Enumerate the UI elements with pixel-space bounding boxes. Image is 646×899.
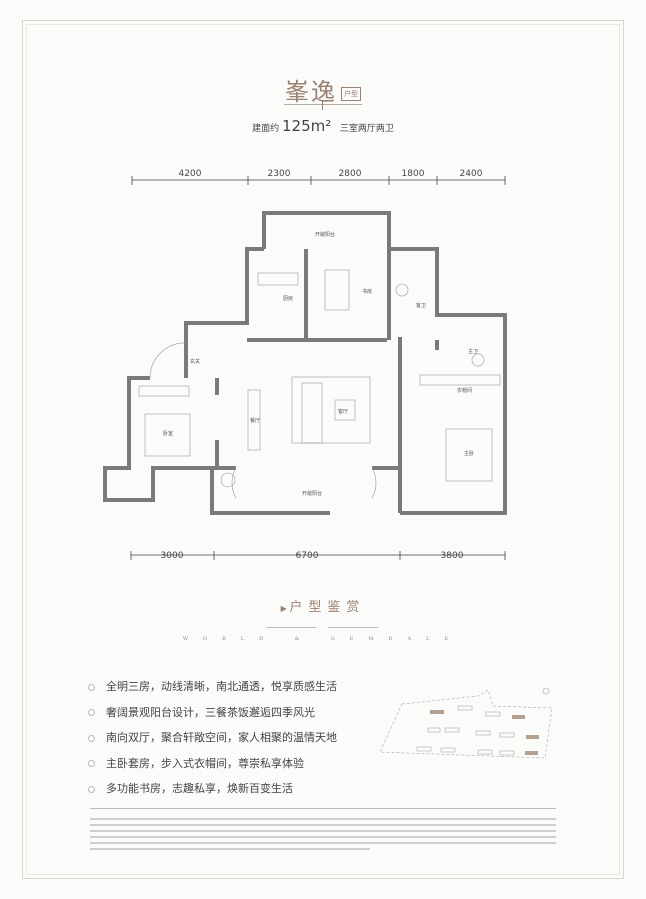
top-dim-2: 2300 (268, 169, 291, 179)
feature-list: 全明三房，动线清晰，南北通透，悦享质感生活 奢阔景观阳台设计，三餐茶饭邂逅四季风… (88, 678, 337, 806)
bottom-dim-2: 6700 (296, 551, 319, 561)
layout-text: 三室两厅两卫 (339, 124, 394, 134)
area-value: 125 (282, 117, 311, 135)
title-divider-tick (322, 100, 323, 110)
bed-secondary (144, 413, 191, 457)
site-buildings (416, 687, 550, 756)
room-balcony-north: 开敞阳台 (315, 231, 335, 238)
coffee-table (334, 399, 356, 421)
room-kitchen: 厨房 (283, 295, 293, 302)
feature-item: 多功能书房，志趣私享，焕新百变生活 (88, 780, 337, 806)
room-master-bedroom: 主卧 (464, 450, 474, 457)
room-master-bath: 主卫 (468, 348, 478, 355)
top-dim-1: 4200 (179, 169, 202, 179)
bullet-icon (88, 709, 95, 716)
top-dim-5: 2400 (460, 169, 483, 179)
bed-master (445, 428, 493, 482)
top-dim-4: 1800 (402, 169, 425, 179)
section-divider-left (266, 627, 316, 628)
closet-rail (419, 374, 501, 386)
unit-spec: 建面约 125m² 三室两厅两卫 (0, 117, 646, 135)
furniture (138, 269, 501, 499)
toilet-master (471, 353, 485, 367)
room-foyer: 玄关 (190, 358, 200, 365)
top-dim-3: 2800 (339, 169, 362, 179)
desk (324, 269, 350, 311)
wardrobe (138, 385, 190, 397)
walls (103, 211, 507, 515)
inner-frame (26, 24, 620, 875)
room-balcony-south: 开敞阳台 (302, 490, 322, 497)
bullet-icon (88, 760, 95, 767)
feature-item: 奢阔景观阳台设计，三餐茶饭邂逅四季风光 (88, 704, 337, 730)
kitchen-counter (257, 272, 299, 286)
disclaimer-divider (90, 808, 556, 809)
section-subtitle: WORLD & GEMDALE (182, 636, 464, 642)
balcony-door-arc-right (371, 467, 377, 499)
room-study: 书房 (362, 288, 372, 295)
feature-item: 主卧套房，步入式衣帽间，尊崇私享体验 (88, 755, 337, 781)
balcony-door-arc-left (231, 467, 237, 499)
bullet-icon (88, 683, 95, 691)
unit-name: 峯逸 (285, 78, 337, 106)
feature-item: 全明三房，动线清晰，南北通透，悦享质感生活 (88, 678, 337, 704)
room-bedroom: 卧室 (163, 430, 173, 437)
bottom-dim-1: 3000 (161, 551, 184, 561)
site-map (379, 689, 553, 759)
bullet-icon (88, 785, 95, 793)
area-prefix: 建面约 (252, 124, 280, 134)
room-dining: 餐厅 (250, 417, 260, 424)
feature-item: 南向双厅，聚合轩敞空间，家人相聚的温情天地 (88, 729, 337, 755)
sofa (301, 382, 323, 444)
section-title-text: 户型鉴赏 (289, 600, 366, 615)
section-divider-right (328, 627, 378, 628)
north-arrow-icon (542, 687, 550, 695)
section-title: ▶ 户型鉴赏 (280, 600, 366, 615)
plant (220, 472, 236, 488)
dim-ticks (130, 176, 506, 560)
unit-title: 峯逸户型 (0, 72, 646, 107)
unit-tag: 户型 (341, 86, 361, 101)
room-closet: 衣帽间 (457, 387, 472, 394)
entry-door-arc (149, 342, 187, 379)
living-rug (291, 376, 371, 444)
toilet-guest (395, 283, 409, 297)
title-divider (284, 104, 362, 105)
dining-table (247, 389, 261, 451)
bullet-icon (88, 734, 95, 742)
bottom-dim-3: 3800 (441, 551, 464, 561)
room-guest-bath: 客卫 (416, 302, 426, 309)
room-living: 客厅 (338, 408, 348, 415)
disclaimer-block (90, 815, 556, 854)
area-unit: m² (310, 117, 332, 135)
outer-frame (22, 20, 624, 879)
